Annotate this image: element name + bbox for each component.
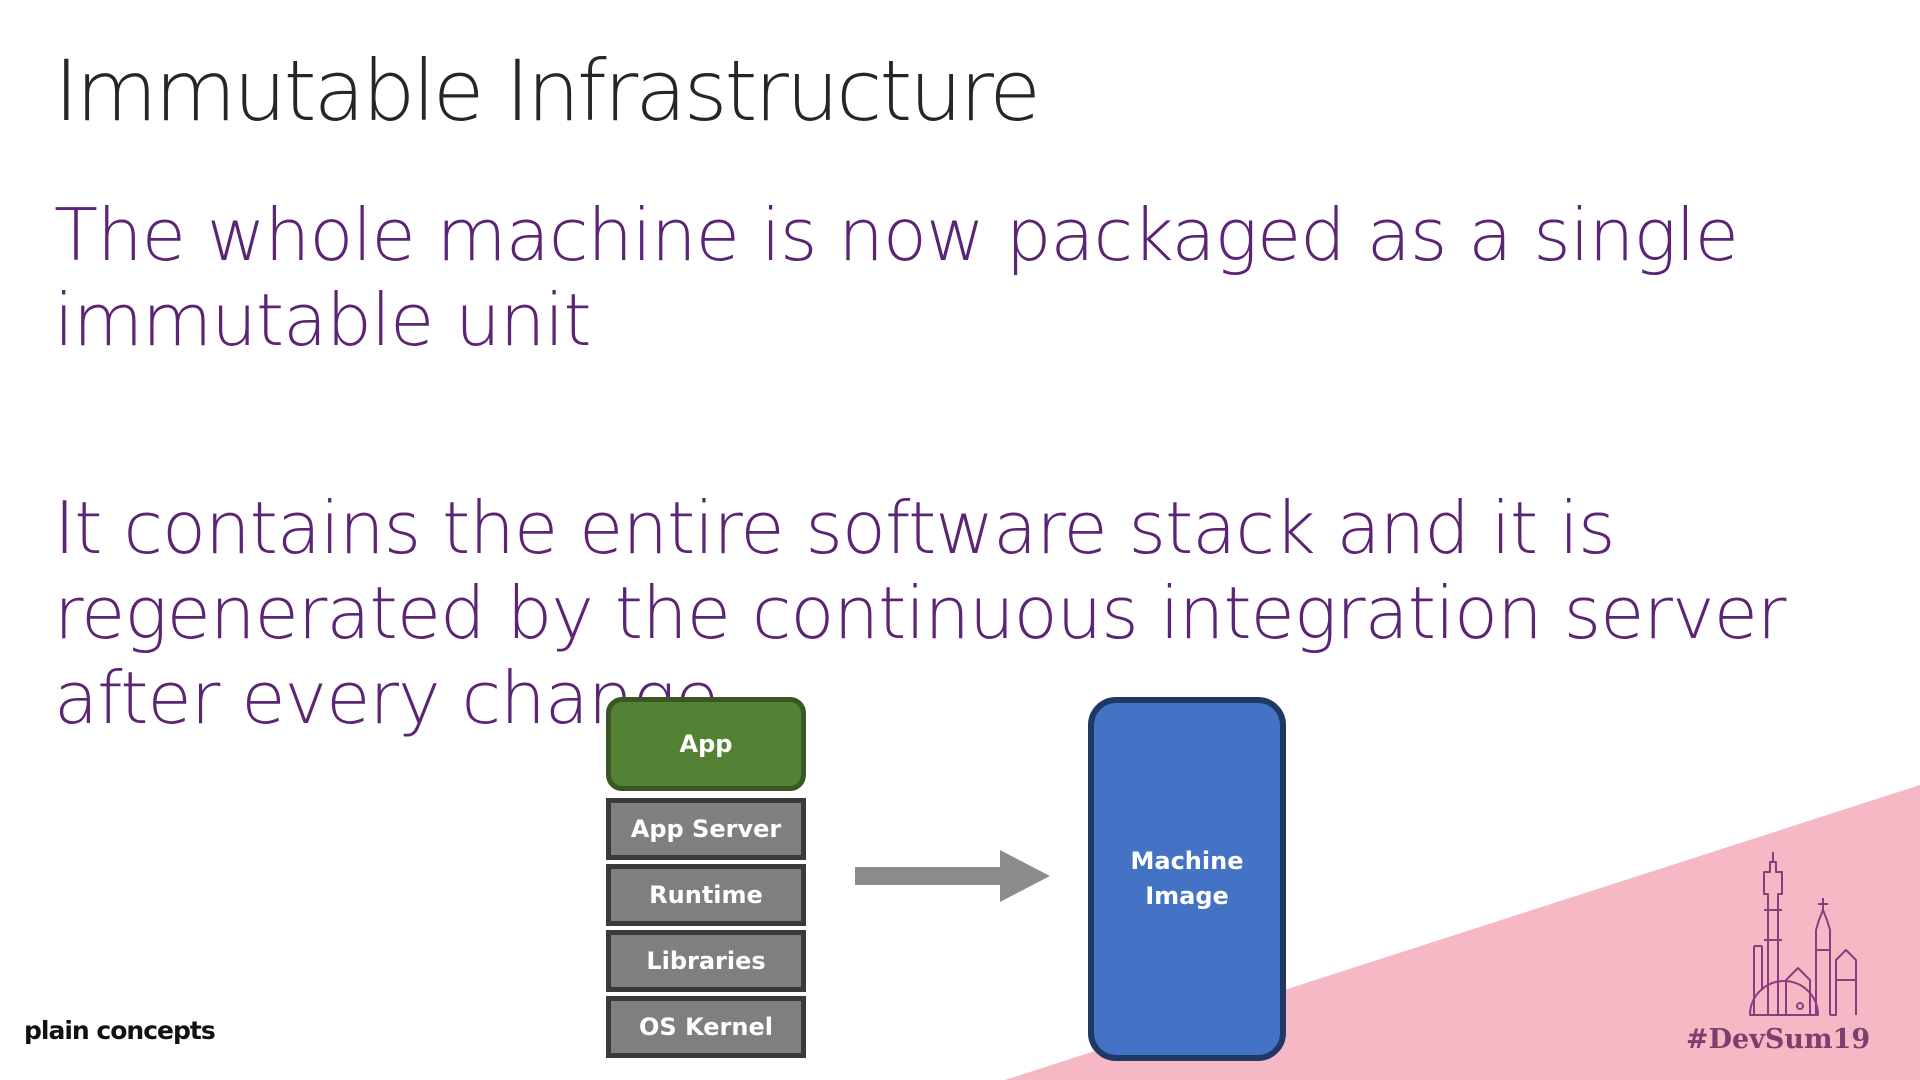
stack-block-label: Runtime <box>649 881 763 909</box>
machine-image-block: Machine Image <box>1088 697 1286 1061</box>
stack-block-os-kernel: OS Kernel <box>606 996 806 1058</box>
right-arrow-icon <box>855 850 1050 902</box>
plain-concepts-logo: plain concepts <box>24 1016 216 1050</box>
slide-title: Immutable Infrastructure <box>54 42 1041 140</box>
logo-text: plain concepts <box>24 1016 216 1045</box>
city-skyline-icon <box>1749 852 1857 1016</box>
body-paragraph-packaged: The whole machine is now packaged as a s… <box>54 193 1739 362</box>
machine-image-label: Machine Image <box>1130 847 1244 910</box>
stack-block-label: App <box>679 730 733 758</box>
stack-block-label: App Server <box>630 815 782 843</box>
stack-block-runtime: Runtime <box>606 864 806 926</box>
stack-block-app-server: App Server <box>606 798 806 860</box>
stack-block-libraries: Libraries <box>606 930 806 992</box>
stack-block-label: Libraries <box>646 947 766 975</box>
stack-block-label: OS Kernel <box>639 1013 773 1041</box>
body-paragraph-regenerated: It contains the entire software stack an… <box>54 486 1787 740</box>
event-hashtag: #DevSum19 <box>1686 1024 1871 1055</box>
stack-block-app: App <box>606 697 806 791</box>
